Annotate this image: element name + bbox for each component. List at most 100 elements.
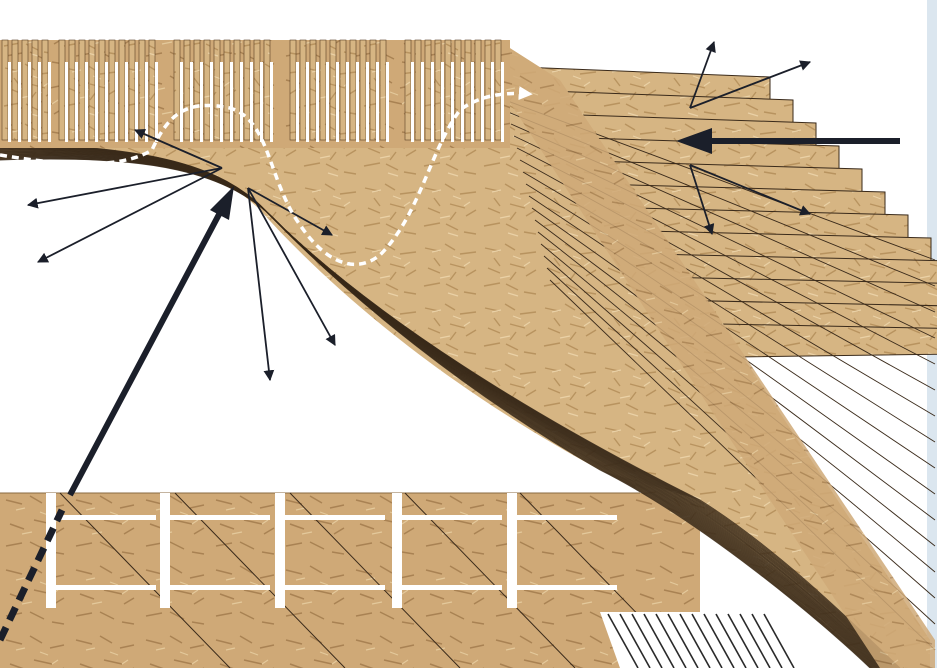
fin-gap bbox=[316, 62, 319, 142]
beam-notch bbox=[56, 585, 156, 590]
fin-gap bbox=[230, 62, 233, 142]
fin-gap bbox=[491, 62, 494, 142]
fin-gap bbox=[366, 62, 369, 142]
comb-fin bbox=[69, 40, 75, 140]
comb-fin bbox=[264, 40, 270, 140]
fin-gap bbox=[125, 62, 128, 142]
fin-gap bbox=[336, 62, 339, 142]
fin-gap bbox=[296, 62, 299, 142]
comb-fin bbox=[109, 40, 115, 140]
fin-gap bbox=[411, 62, 414, 142]
fin-gap bbox=[18, 62, 21, 142]
comb-fin bbox=[310, 40, 316, 140]
fin-gap bbox=[180, 62, 183, 142]
fin-gap bbox=[501, 62, 504, 142]
lower-beam bbox=[0, 493, 794, 668]
comb-fin bbox=[59, 40, 65, 140]
comb-fin bbox=[455, 40, 461, 140]
beam-slot bbox=[392, 493, 402, 608]
comb-fin bbox=[415, 40, 421, 140]
beam-notch bbox=[56, 515, 156, 520]
fin-gap bbox=[356, 62, 359, 142]
fin-gap bbox=[346, 62, 349, 142]
fin-gap bbox=[75, 62, 78, 142]
fin-gap bbox=[220, 62, 223, 142]
beam-slot bbox=[275, 493, 285, 608]
comb-fin bbox=[99, 40, 105, 140]
beam-notch bbox=[285, 585, 385, 590]
fin-gap bbox=[155, 62, 158, 142]
comb-fin bbox=[119, 40, 125, 140]
fin-gap bbox=[270, 62, 273, 142]
fin-gap bbox=[105, 62, 108, 142]
comb-fin bbox=[139, 40, 145, 140]
beam-notch bbox=[285, 515, 385, 520]
ray-arrow bbox=[28, 168, 222, 205]
beam-notch bbox=[517, 585, 617, 590]
fin-gap bbox=[306, 62, 309, 142]
beam-notch bbox=[402, 585, 502, 590]
comb-fin bbox=[320, 40, 326, 140]
ray-arrow bbox=[38, 168, 222, 262]
fin-gap bbox=[200, 62, 203, 142]
comb-fin bbox=[184, 40, 190, 140]
major-arrow-diagonal bbox=[70, 205, 224, 495]
comb-fin bbox=[350, 40, 356, 140]
comb-fin bbox=[485, 40, 491, 140]
comb-fin bbox=[425, 40, 431, 140]
comb-fin bbox=[495, 40, 501, 140]
comb-fin bbox=[370, 40, 376, 140]
fin-gap bbox=[250, 62, 253, 142]
comb-fin bbox=[2, 40, 8, 140]
comb-fin bbox=[42, 40, 48, 140]
fin-gap bbox=[190, 62, 193, 142]
comb-fin bbox=[224, 40, 230, 140]
comb-fin bbox=[254, 40, 260, 140]
beam-slot bbox=[160, 493, 170, 608]
beam-slot bbox=[46, 493, 56, 608]
fin-gap bbox=[240, 62, 243, 142]
top-comb-fins bbox=[0, 40, 510, 148]
fin-gap bbox=[451, 62, 454, 142]
comb-fin bbox=[475, 40, 481, 140]
fin-gap bbox=[28, 62, 31, 142]
comb-fin bbox=[290, 40, 296, 140]
beam-notch bbox=[170, 585, 270, 590]
comb-fin bbox=[330, 40, 336, 140]
comb-fin bbox=[435, 40, 441, 140]
comb-fin bbox=[300, 40, 306, 140]
fin-gap bbox=[65, 62, 68, 142]
beam-notch bbox=[517, 515, 617, 520]
fin-gap bbox=[38, 62, 41, 142]
beam-slot bbox=[507, 493, 517, 608]
fin-gap bbox=[145, 62, 148, 142]
comb-fin bbox=[194, 40, 200, 140]
comb-fin bbox=[234, 40, 240, 140]
arrow-icon bbox=[210, 186, 234, 220]
fin-gap bbox=[95, 62, 98, 142]
beam-notch bbox=[170, 515, 270, 520]
comb-fin bbox=[244, 40, 250, 140]
fin-gap bbox=[48, 62, 51, 142]
fin-gap bbox=[431, 62, 434, 142]
comb-fin bbox=[12, 40, 18, 140]
comb-fin bbox=[360, 40, 366, 140]
beam-notch bbox=[402, 515, 502, 520]
fin-gap bbox=[85, 62, 88, 142]
fin-gap bbox=[421, 62, 424, 142]
comb-fin bbox=[405, 40, 411, 140]
fin-gap bbox=[386, 62, 389, 142]
fin-gap bbox=[481, 62, 484, 142]
comb-fin bbox=[129, 40, 135, 140]
comb-fin bbox=[214, 40, 220, 140]
fin-gap bbox=[210, 62, 213, 142]
fin-gap bbox=[461, 62, 464, 142]
comb-fin bbox=[465, 40, 471, 140]
comb-fin bbox=[22, 40, 28, 140]
fin-gap bbox=[8, 62, 11, 142]
comb-fin bbox=[89, 40, 95, 140]
comb-fin bbox=[204, 40, 210, 140]
comb-fin bbox=[32, 40, 38, 140]
